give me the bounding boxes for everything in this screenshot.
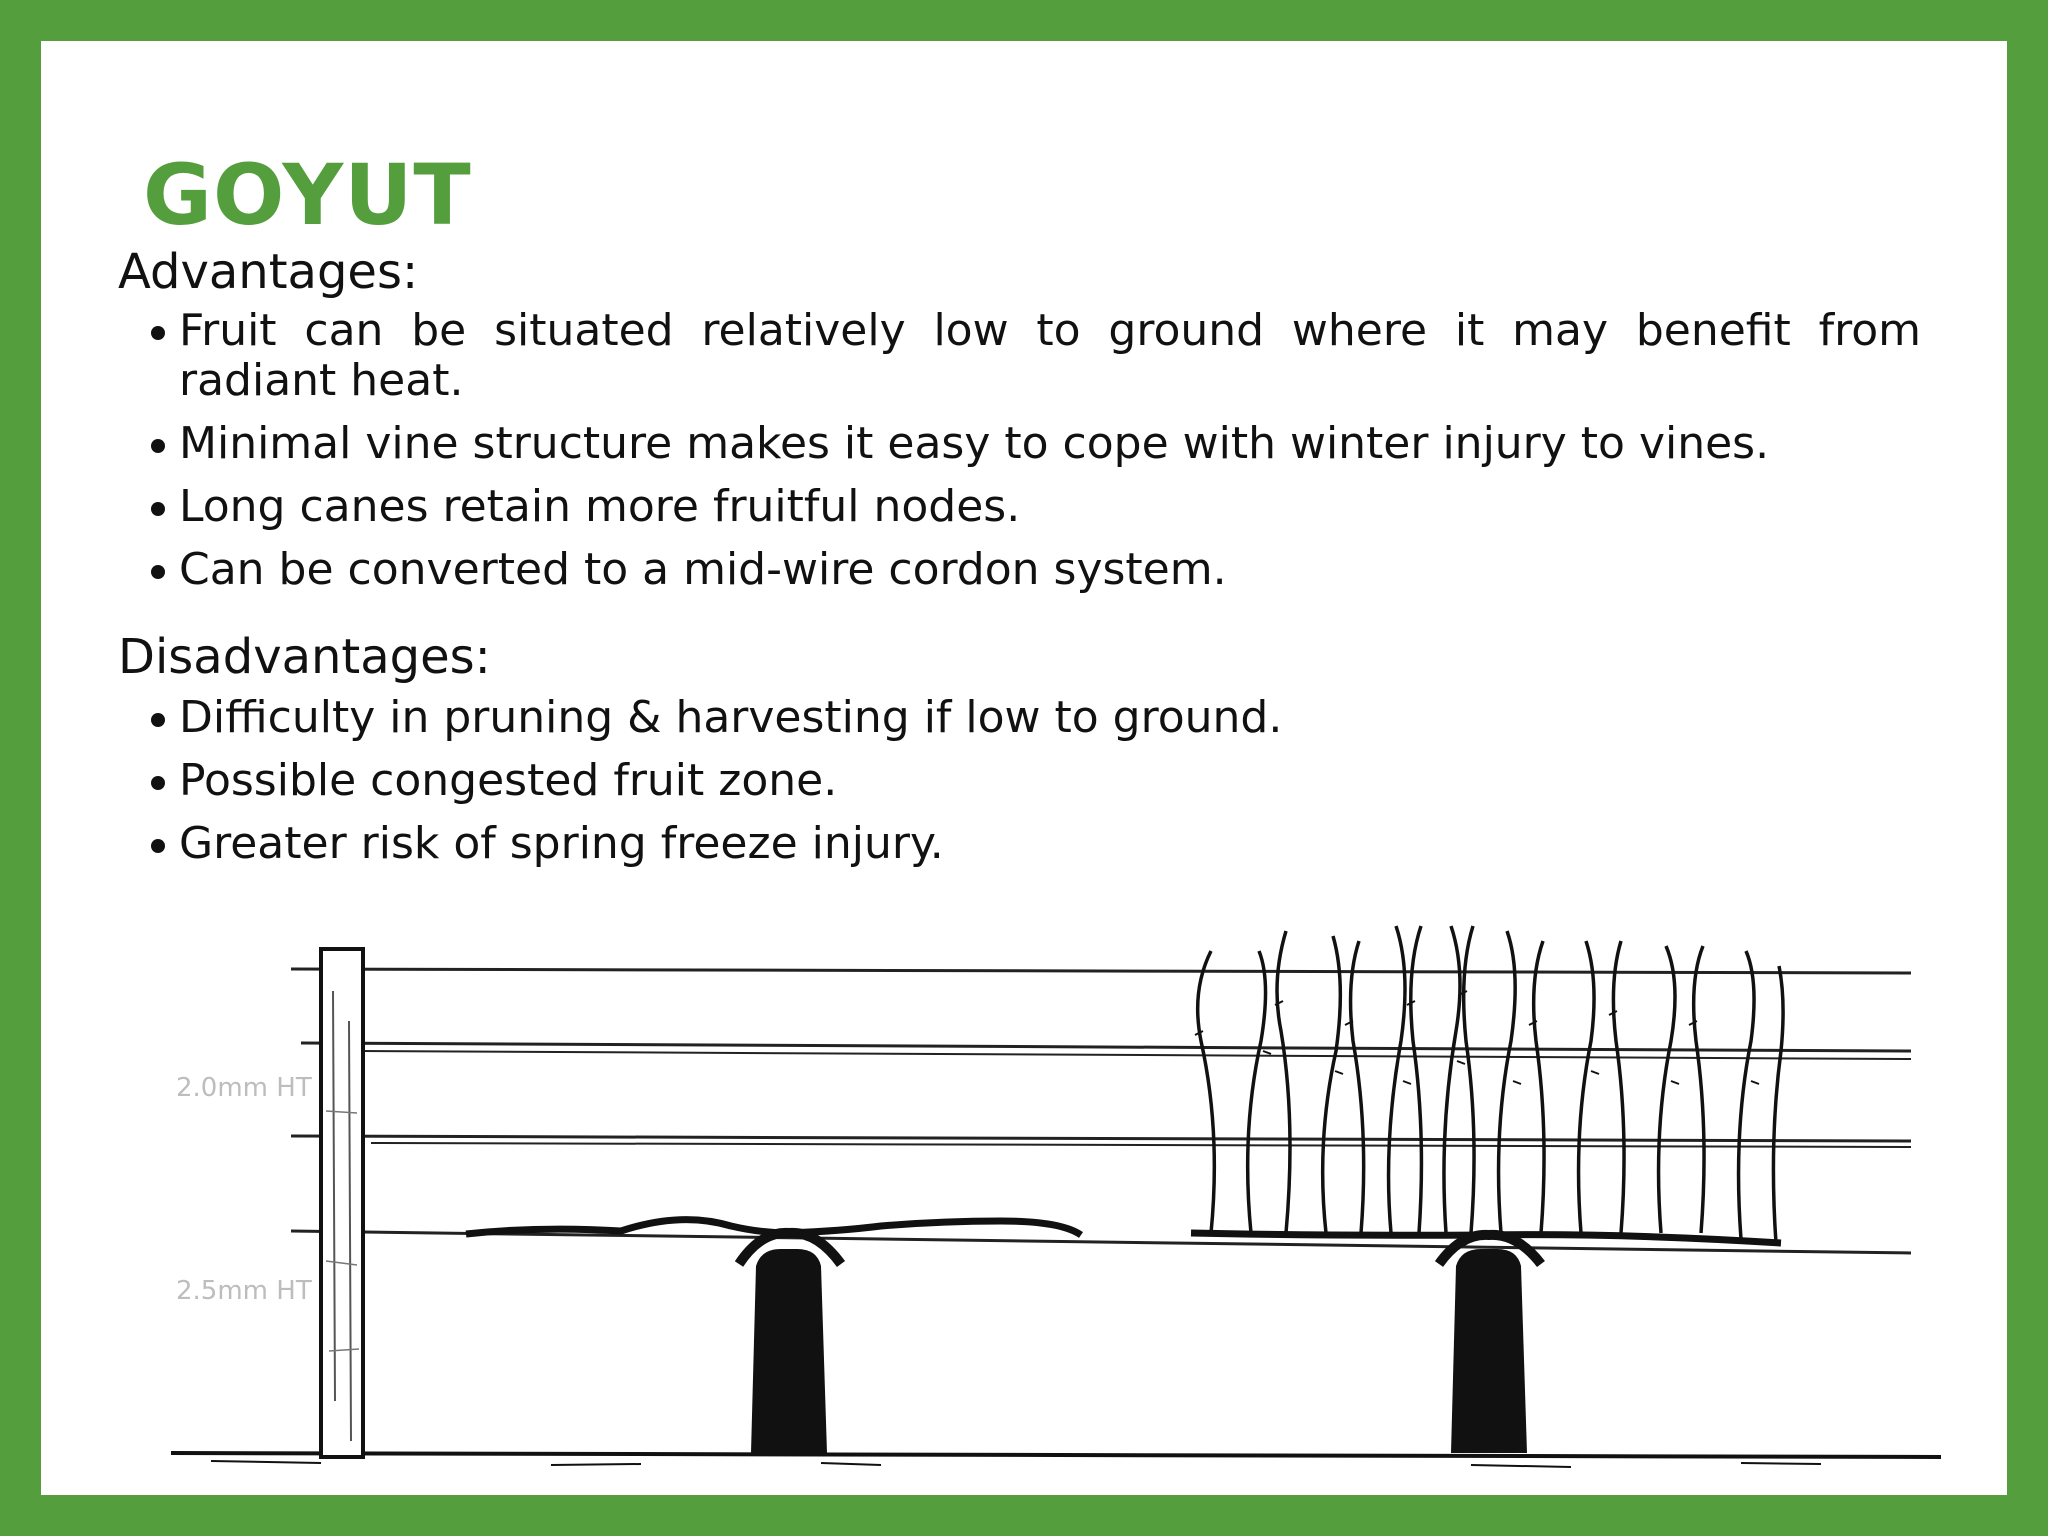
- bullet-icon: [151, 502, 165, 516]
- trellis-wires: [290, 967, 1912, 1255]
- list-item: Fruit can be situated relatively low to …: [151, 306, 1921, 406]
- wire-third-b: [370, 1142, 1912, 1148]
- list-item: Difficulty in pruning & harvesting if lo…: [151, 693, 1921, 743]
- bullet-icon: [151, 839, 165, 853]
- vine-pruned: [465, 1216, 1084, 1453]
- advantages-list: Fruit can be situated relatively low to …: [151, 306, 1921, 608]
- bullet-icon: [151, 439, 165, 453]
- wire-second: [300, 1041, 1912, 1053]
- list-item: Minimal vine structure makes it easy to …: [151, 419, 1921, 469]
- bullet-icon: [151, 713, 165, 727]
- wire-second-b: [360, 1050, 1912, 1060]
- wire-fruiting: [290, 1229, 1912, 1255]
- bullet-icon: [151, 326, 165, 340]
- wire-third: [290, 1134, 1912, 1143]
- wire-label-upper: 2.0mm HT: [176, 1073, 312, 1103]
- list-item: Possible congested fruit zone.: [151, 756, 1921, 806]
- slide: GOYUT Advantages: Fruit can be situated …: [41, 41, 2007, 1495]
- disadvantages-list: Difficulty in pruning & harvesting if lo…: [151, 693, 1921, 882]
- vine-with-shoots: [1190, 925, 1785, 1453]
- list-item: Long canes retain more fruitful nodes.: [151, 482, 1921, 532]
- trellis-diagram: 2.0mm HT 2.5mm HT: [170, 925, 1942, 1468]
- list-item: Can be converted to a mid-wire cordon sy…: [151, 545, 1921, 595]
- list-item: Greater risk of spring freeze injury.: [151, 819, 1921, 869]
- wire-label-lower: 2.5mm HT: [176, 1276, 312, 1306]
- advantages-heading: Advantages:: [118, 244, 419, 300]
- wire-top: [290, 967, 1912, 975]
- bullet-icon: [151, 776, 165, 790]
- end-post: [319, 947, 365, 1459]
- disadvantages-heading: Disadvantages:: [118, 629, 491, 685]
- slide-title: GOYUT: [143, 146, 472, 244]
- ground-line: [170, 1451, 1942, 1468]
- bullet-icon: [151, 565, 165, 579]
